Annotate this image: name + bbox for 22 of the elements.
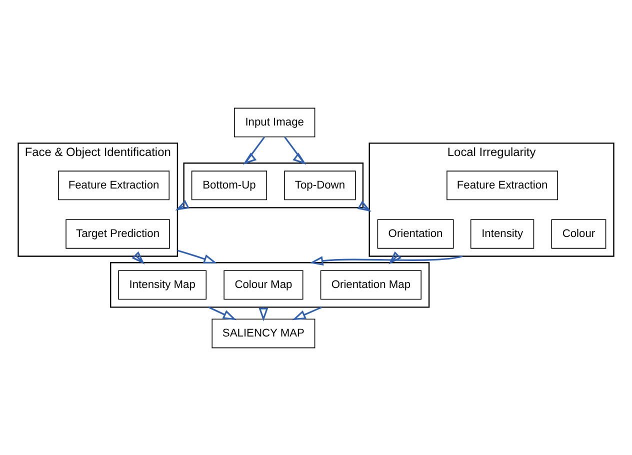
- node-box: Bottom-Up: [191, 170, 268, 200]
- arrow: [388, 250, 402, 264]
- arrow: [258, 306, 268, 321]
- node-box: Orientation: [377, 218, 454, 248]
- arrow: [177, 249, 218, 263]
- arrow: [292, 306, 322, 320]
- node-box: Intensity: [470, 218, 534, 248]
- cluster: [183, 162, 364, 208]
- node-box: Colour Map: [224, 270, 304, 300]
- node-box: Target Prediction: [66, 218, 170, 248]
- node-box: SALIENCY MAP: [212, 318, 316, 348]
- node-box: Colour: [551, 218, 606, 248]
- node-box: Feature Extraction: [446, 170, 558, 200]
- arrow: [208, 306, 236, 320]
- node-box: Intensity Map: [118, 270, 207, 300]
- node-box: Input Image: [234, 107, 316, 137]
- node-box: Top-Down: [284, 170, 356, 200]
- arrow: [284, 136, 306, 164]
- node-box: Orientation Map: [320, 270, 422, 300]
- arrow: [132, 250, 145, 264]
- node-box: Feature Extraction: [58, 170, 170, 200]
- arrow: [242, 136, 266, 164]
